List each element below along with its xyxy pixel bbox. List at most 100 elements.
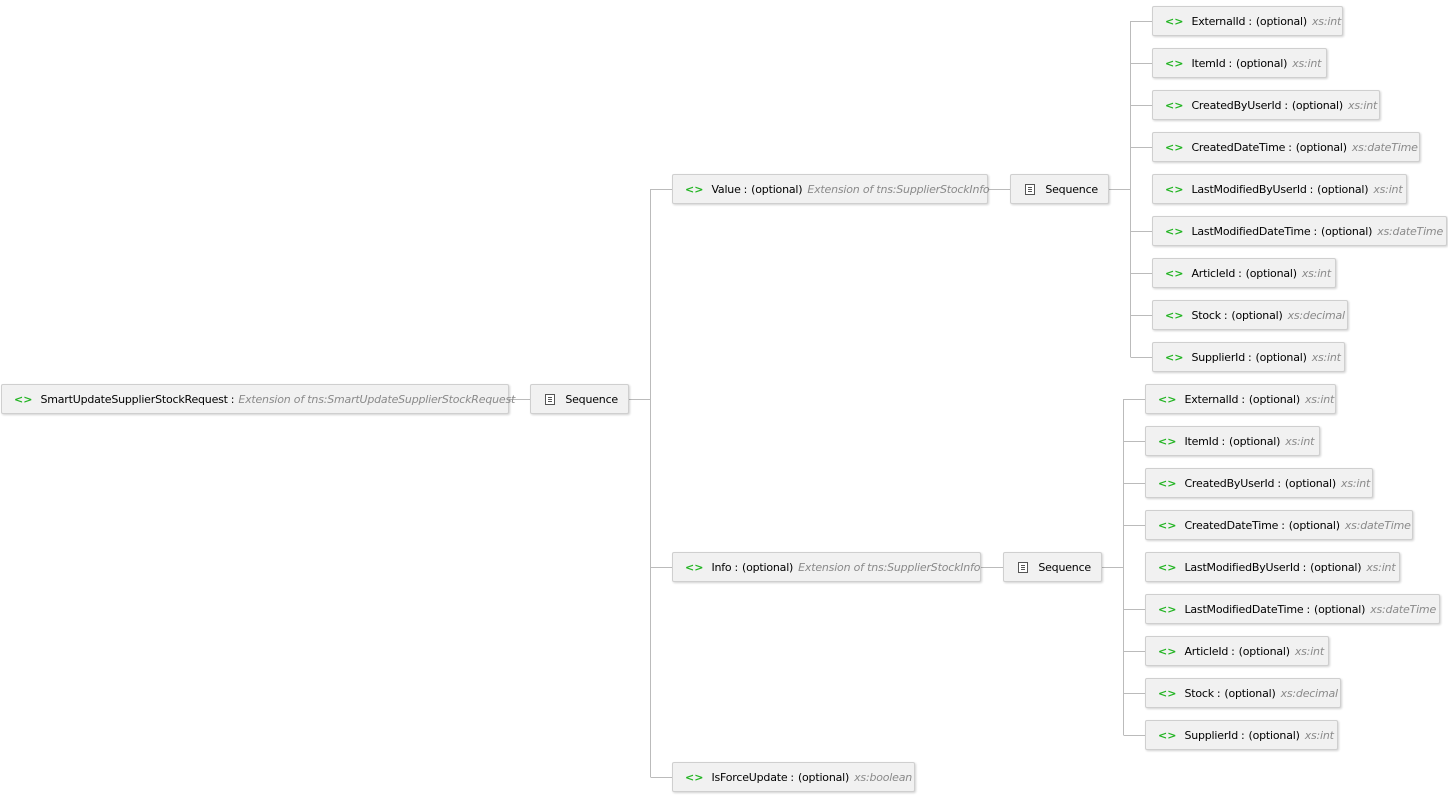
element-occurrence: (optional) (1248, 392, 1300, 406)
value-field-stock[interactable]: <> Stock : (optional) xs:decimal (1152, 300, 1348, 330)
element-type: xs:int (1348, 98, 1378, 112)
value-field-lastmodifiedbyuserid[interactable]: <> LastModifiedByUserId : (optional) xs:… (1152, 174, 1407, 204)
sequence-icon (1018, 561, 1029, 573)
element-icon: <> (1165, 56, 1184, 70)
sequence-node-root[interactable]: Sequence (530, 384, 629, 414)
sequence-icon (545, 393, 556, 405)
element-occurrence: (optional) (1288, 518, 1340, 532)
element-occurrence: (optional) (751, 182, 803, 196)
value-field-createddatetime[interactable]: <> CreatedDateTime : (optional) xs:dateT… (1152, 132, 1420, 162)
element-name: LastModifiedByUserId (1191, 182, 1307, 196)
element-icon: <> (1165, 14, 1184, 28)
element-occurrence: (optional) (797, 770, 850, 784)
element-icon: <> (1158, 476, 1177, 490)
name-separator: : (1216, 686, 1221, 700)
element-name: Stock (1184, 686, 1214, 700)
sequence-node-value[interactable]: Sequence (1010, 174, 1109, 204)
element-icon: <> (1165, 266, 1184, 280)
element-name: IsForceUpdate (711, 770, 788, 784)
name-separator: : (1228, 56, 1233, 70)
sequence-node-info[interactable]: Sequence (1003, 552, 1102, 582)
element-type: Extension of tns:SupplierStockInfo (798, 560, 981, 574)
element-icon: <> (1158, 560, 1177, 574)
element-icon: <> (1158, 686, 1177, 700)
info-field-externalid[interactable]: <> ExternalId : (optional) xs:int (1145, 384, 1336, 414)
name-separator: : (1277, 476, 1281, 490)
element-icon: <> (685, 770, 704, 784)
root-element-node[interactable]: <> SmartUpdateSupplierStockRequest : Ext… (1, 384, 515, 414)
name-separator: : (1288, 140, 1292, 154)
value-field-articleid[interactable]: <> ArticleId : (optional) xs:int (1152, 258, 1336, 288)
element-name: Value (711, 182, 741, 196)
element-occurrence: (optional) (1291, 98, 1344, 112)
element-occurrence: (optional) (1295, 140, 1347, 154)
info-field-itemid[interactable]: <> ItemId : (optional) xs:int (1145, 426, 1320, 456)
element-name: LastModifiedDateTime (1184, 602, 1304, 616)
element-icon: <> (1158, 434, 1177, 448)
element-icon: <> (1158, 644, 1177, 658)
info-field-createddatetime[interactable]: <> CreatedDateTime : (optional) xs:dateT… (1145, 510, 1413, 540)
sequence-label: Sequence (1045, 182, 1098, 196)
element-occurrence: (optional) (1245, 266, 1297, 280)
element-icon: <> (1158, 602, 1177, 616)
element-node-isforceupdate[interactable]: <> IsForceUpdate : (optional) xs:boolean (672, 762, 915, 792)
element-icon: <> (1165, 98, 1184, 112)
info-field-createdbyuserid[interactable]: <> CreatedByUserId : (optional) xs:int (1145, 468, 1373, 498)
name-separator: : (1302, 560, 1307, 574)
element-name: CreatedByUserId (1191, 98, 1282, 112)
info-field-stock[interactable]: <> Stock : (optional) xs:decimal (1145, 678, 1341, 708)
name-separator: : (1306, 602, 1311, 616)
element-icon: <> (685, 560, 704, 574)
element-name: ItemId (1191, 56, 1226, 70)
element-icon: <> (1165, 182, 1184, 196)
element-type: xs:dateTime (1370, 602, 1437, 616)
element-type: xs:int (1341, 476, 1371, 490)
name-separator: : (790, 770, 794, 784)
element-icon: <> (1158, 728, 1177, 742)
name-separator: : (1248, 14, 1252, 28)
element-node-info[interactable]: <> Info : (optional) Extension of tns:Su… (672, 552, 981, 582)
element-type: xs:dateTime (1344, 518, 1411, 532)
element-name: Info (711, 560, 732, 574)
name-separator: : (1221, 434, 1226, 448)
element-node-value[interactable]: <> Value : (optional) Extension of tns:S… (672, 174, 990, 204)
element-icon: <> (1165, 308, 1184, 322)
element-type: xs:int (1292, 56, 1322, 70)
element-name: ArticleId (1184, 644, 1229, 658)
value-field-lastmodifieddatetime[interactable]: <> LastModifiedDateTime : (optional) xs:… (1152, 216, 1447, 246)
element-icon: <> (1158, 392, 1177, 406)
element-type: xs:int (1366, 560, 1396, 574)
value-field-createdbyuserid[interactable]: <> CreatedByUserId : (optional) xs:int (1152, 90, 1380, 120)
element-type: xs:dateTime (1351, 140, 1418, 154)
sequence-label: Sequence (565, 392, 618, 406)
name-separator: : (1248, 350, 1252, 364)
element-type: xs:int (1285, 434, 1315, 448)
element-occurrence: (optional) (1231, 308, 1283, 322)
value-field-supplierid[interactable]: <> SupplierId : (optional) xs:int (1152, 342, 1345, 372)
info-field-lastmodifiedbyuserid[interactable]: <> LastModifiedByUserId : (optional) xs:… (1145, 552, 1400, 582)
name-separator: : (1241, 728, 1245, 742)
element-occurrence: (optional) (1321, 224, 1373, 238)
value-field-itemid[interactable]: <> ItemId : (optional) xs:int (1152, 48, 1327, 78)
element-name: SmartUpdateSupplierStockRequest (40, 392, 228, 406)
element-icon: <> (1165, 224, 1184, 238)
value-field-externalid[interactable]: <> ExternalId : (optional) xs:int (1152, 6, 1343, 36)
element-type: xs:boolean (854, 770, 913, 784)
element-occurrence: (optional) (1238, 644, 1290, 658)
element-type: xs:int (1373, 182, 1403, 196)
info-field-articleid[interactable]: <> ArticleId : (optional) xs:int (1145, 636, 1329, 666)
element-name: ExternalId (1191, 14, 1246, 28)
element-type: xs:int (1304, 728, 1334, 742)
info-field-supplierid[interactable]: <> SupplierId : (optional) xs:int (1145, 720, 1338, 750)
name-separator: : (1238, 266, 1242, 280)
name-separator: : (1313, 224, 1318, 238)
element-type: xs:decimal (1280, 686, 1339, 700)
element-name: SupplierId (1184, 728, 1238, 742)
sequence-label: Sequence (1038, 560, 1091, 574)
element-icon: <> (14, 392, 33, 406)
info-field-lastmodifieddatetime[interactable]: <> LastModifiedDateTime : (optional) xs:… (1145, 594, 1440, 624)
sequence-icon (1025, 183, 1036, 195)
element-name: ItemId (1184, 434, 1219, 448)
element-type: xs:decimal (1287, 308, 1346, 322)
